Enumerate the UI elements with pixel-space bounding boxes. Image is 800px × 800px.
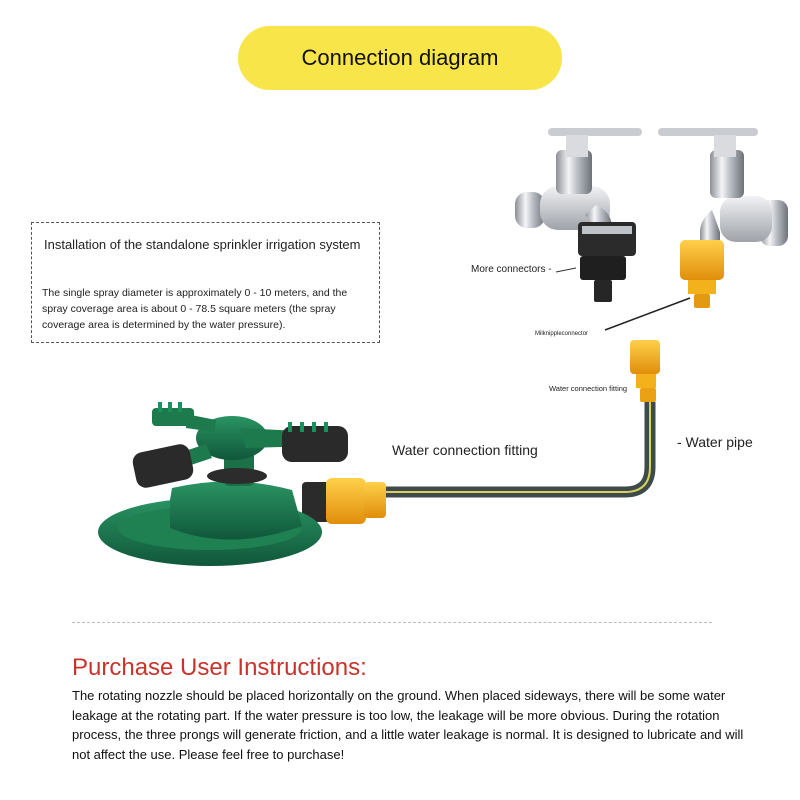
horizontal-connection-fitting bbox=[302, 478, 386, 524]
more-connectors-pointer bbox=[555, 267, 577, 273]
info-box: Installation of the standalone sprinkler… bbox=[31, 222, 380, 343]
diagram-title-badge: Connection diagram bbox=[238, 26, 562, 90]
milk-nipple-connector-label: Milknippleconnector bbox=[535, 331, 589, 337]
section-divider bbox=[72, 622, 712, 623]
water-pipe-label: - Water pipe bbox=[677, 434, 753, 450]
instructions-text: The rotating nozzle should be placed hor… bbox=[72, 688, 744, 762]
right-faucet bbox=[658, 128, 788, 308]
water-connection-fitting-label: Water connection fitting bbox=[392, 442, 538, 458]
upright-connection-fitting bbox=[630, 340, 660, 402]
diagram-title: Connection diagram bbox=[301, 45, 499, 70]
milk-nipple-pointer bbox=[604, 297, 691, 331]
water-connection-fitting-small-label: Water connection fitting bbox=[549, 384, 628, 393]
sprinkler-product bbox=[98, 402, 348, 566]
connection-diagram-illustration bbox=[98, 128, 788, 566]
info-box-body: The single spray diameter is approximate… bbox=[42, 287, 348, 331]
info-box-title: Installation of the standalone sprinkler… bbox=[44, 237, 361, 252]
more-connectors-label: More connectors - bbox=[471, 264, 552, 275]
left-faucet bbox=[515, 128, 642, 302]
water-hose bbox=[384, 402, 656, 498]
instructions-title: Purchase User Instructions: bbox=[72, 654, 367, 681]
